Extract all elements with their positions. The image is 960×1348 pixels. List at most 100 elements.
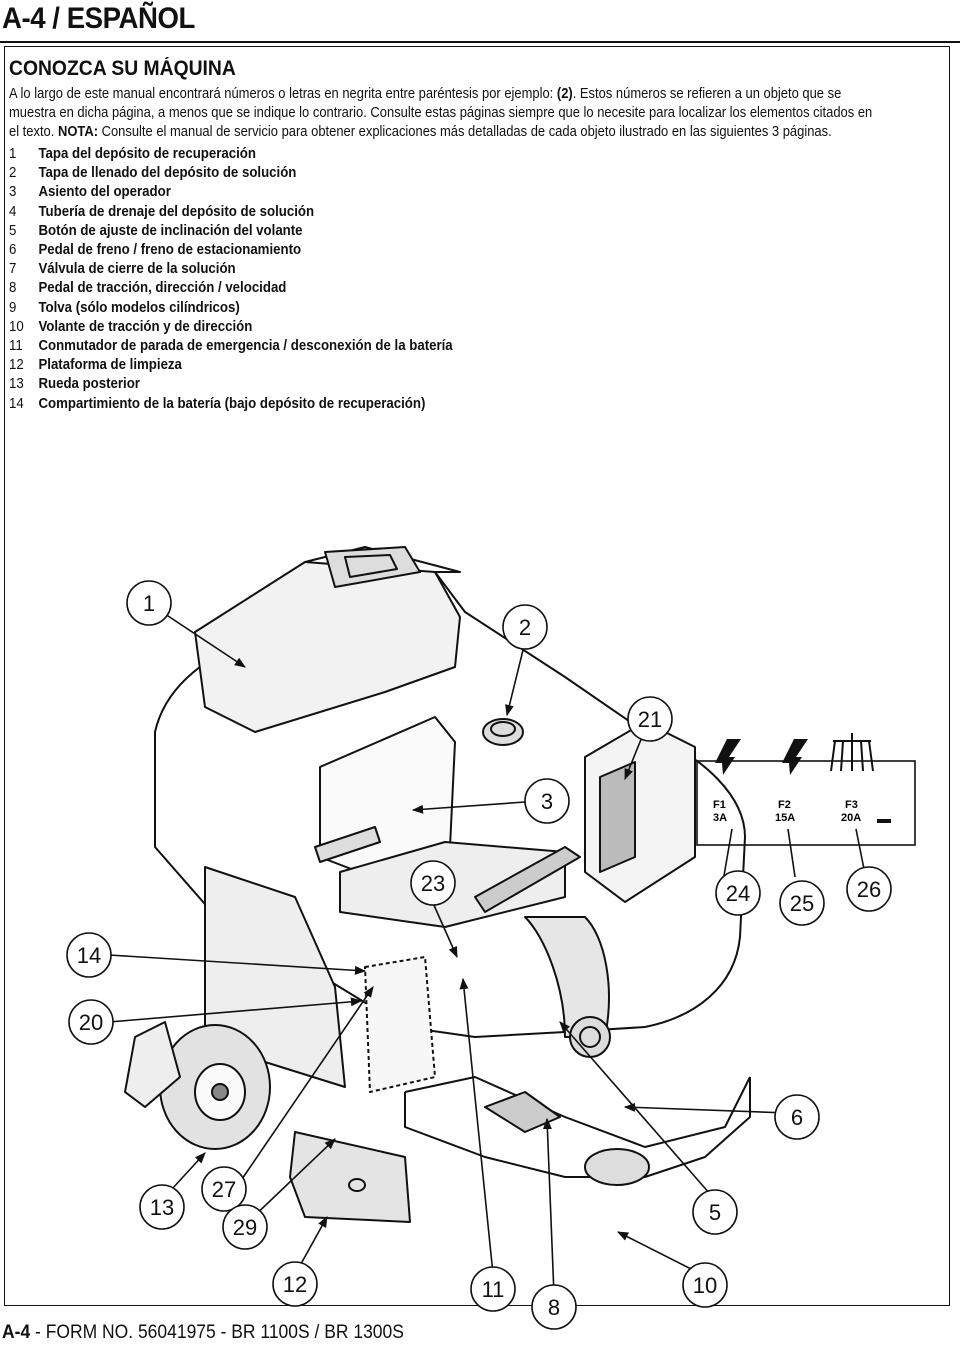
part-number: 11 [9, 338, 23, 355]
callout-26: 26 [846, 866, 892, 912]
callout-1: 1 [126, 580, 172, 626]
callout-label: 12 [283, 1272, 307, 1297]
brush-icon [830, 733, 874, 772]
part-label: Tapa del depósito de recuperación [38, 146, 256, 162]
list-item: 2 Tapa de llenado del depósito de solució… [9, 164, 453, 183]
callout-27: 27 [201, 1166, 247, 1212]
list-item: 7 Válvula de cierre de la solución [9, 260, 453, 279]
fuse-label: F3 [845, 799, 858, 811]
part-label: Volante de tracción y de dirección [38, 318, 253, 335]
callout-5: 5 [692, 1189, 738, 1235]
callout-label: 14 [77, 943, 101, 968]
callout-23: 23 [410, 860, 456, 906]
part-number: 14 [9, 395, 24, 412]
part-number: 4 [9, 203, 17, 220]
callout-21: 21 [627, 696, 673, 742]
callout-25: 25 [779, 880, 825, 926]
fuse-rating: 20A [841, 812, 861, 824]
part-label: Botón de ajuste de inclinación del volan… [38, 222, 303, 239]
callout-label: 26 [857, 877, 881, 902]
fuse-marker [877, 819, 891, 823]
callout-label: 24 [726, 881, 750, 906]
list-item: 14 Compartimiento de la batería (bajo dep… [9, 395, 453, 414]
list-item: 1 Tapa del depósito de recuperación [9, 145, 453, 164]
callout-14: 14 [66, 932, 112, 978]
callout-29: 29 [222, 1204, 268, 1250]
fuse-label: F2 [778, 799, 791, 811]
list-item: 5 Botón de ajuste de inclinación del vola… [9, 222, 453, 241]
part-label: Válvula de cierre de la solución [38, 261, 236, 278]
footer-form-text: - FORM NO. 56041975 - BR 1100S / BR 1300… [30, 1322, 404, 1343]
part-number: 12 [9, 357, 24, 374]
part-label: Conmutador de parada de emergencia / des… [38, 338, 453, 355]
part-label: Tolva (sólo modelos cilíndricos) [38, 299, 240, 316]
callout-label: 8 [548, 1295, 560, 1320]
part-label: Pedal de tracción, dirección / velocidad [38, 280, 287, 297]
callout-label: 27 [212, 1177, 236, 1202]
list-item: 9 Tolva (sólo modelos cilíndricos) [9, 299, 453, 318]
intro-text-3: Consulte el manual de servicio para obte… [98, 124, 832, 141]
list-item: 13 Rueda posterior [9, 375, 453, 394]
callout-6: 6 [774, 1094, 820, 1140]
callout-label: 11 [482, 1277, 505, 1302]
part-label: Pedal de freno / freno de estacionamient… [38, 242, 302, 259]
callout-label: 23 [421, 871, 445, 896]
intro-text-1: A lo largo de este manual encontrará núm… [9, 86, 557, 102]
list-item: 11 Conmutador de parada de emergencia / d… [9, 337, 453, 356]
page-header: A-4 / ESPAÑOL [0, 0, 960, 42]
part-number: 2 [9, 165, 17, 182]
list-item: 12 Plataforma de limpieza [9, 356, 453, 375]
machine-illustration: F1 3A F2 15A F3 20A [5, 517, 951, 1330]
fuse-panel-frame [696, 760, 916, 846]
part-number: 5 [9, 222, 17, 239]
leader-lines [108, 609, 866, 1296]
part-number: 10 [9, 318, 24, 335]
part-number: 7 [9, 261, 17, 278]
callout-20: 20 [68, 999, 114, 1045]
intro-bold-example: (2) [556, 86, 573, 102]
callout-24: 24 [715, 870, 761, 916]
callout-8: 8 [531, 1284, 577, 1330]
part-number: 9 [9, 299, 17, 316]
header-divider [0, 41, 960, 43]
section-title: CONOZCA SU MÁQUINA [9, 57, 236, 80]
callouts: 1 2 21 3 23 24 25 26 14 20 6 13 27 29 5 … [66, 580, 916, 1330]
callout-10: 10 [682, 1262, 728, 1308]
part-number: 8 [9, 280, 17, 297]
callout-label: 6 [791, 1105, 803, 1130]
part-label: Asiento del operador [38, 184, 171, 201]
callout-2: 2 [502, 604, 548, 650]
callout-label: 29 [233, 1215, 257, 1240]
part-label: Tapa de llenado del depósito de solución [38, 165, 297, 182]
content-box: CONOZCA SU MÁQUINA A lo largo de este ma… [4, 46, 951, 1330]
intro-text-2: . Estos números se refieren a un objeto … [9, 86, 873, 141]
part-label: Plataforma de limpieza [38, 357, 182, 374]
fuse-panel: F1 3A F2 15A F3 20A [713, 733, 891, 824]
fuse-rating: 3A [713, 812, 727, 824]
intro-paragraph: A lo largo de este manual encontrará núm… [9, 85, 882, 143]
machine-drawing: F1 3A F2 15A F3 20A [66, 546, 916, 1330]
part-number: 1 [9, 146, 17, 162]
list-item: 6 Pedal de freno / freno de estacionamien… [9, 241, 453, 260]
part-label: Rueda posterior [38, 376, 140, 393]
part-number: 13 [9, 376, 24, 393]
callout-label: 20 [79, 1010, 103, 1035]
list-item: 8 Pedal de tracción, dirección / velocida… [9, 279, 453, 298]
callout-label: 2 [519, 615, 531, 640]
part-label: Compartimiento de la batería (bajo depós… [38, 395, 426, 412]
page-footer: A-4 - FORM NO. 56041975 - BR 1100S / BR … [2, 1322, 404, 1344]
fuse-label: F1 [713, 799, 726, 811]
part-number: 6 [9, 242, 17, 259]
callout-label: 1 [143, 591, 155, 616]
callout-13: 13 [139, 1184, 185, 1230]
parts-list: 1 Tapa del depósito de recuperación 2 Tapa… [9, 145, 453, 414]
footer-page-number: A-4 [2, 1322, 31, 1343]
callout-label: 3 [541, 789, 553, 814]
callout-label: 5 [709, 1200, 721, 1225]
callout-label: 13 [150, 1195, 174, 1220]
fuse-rating: 15A [775, 812, 795, 824]
list-item: 10 Volante de tracción y de dirección [9, 318, 453, 337]
callout-11: 11 [470, 1266, 516, 1312]
